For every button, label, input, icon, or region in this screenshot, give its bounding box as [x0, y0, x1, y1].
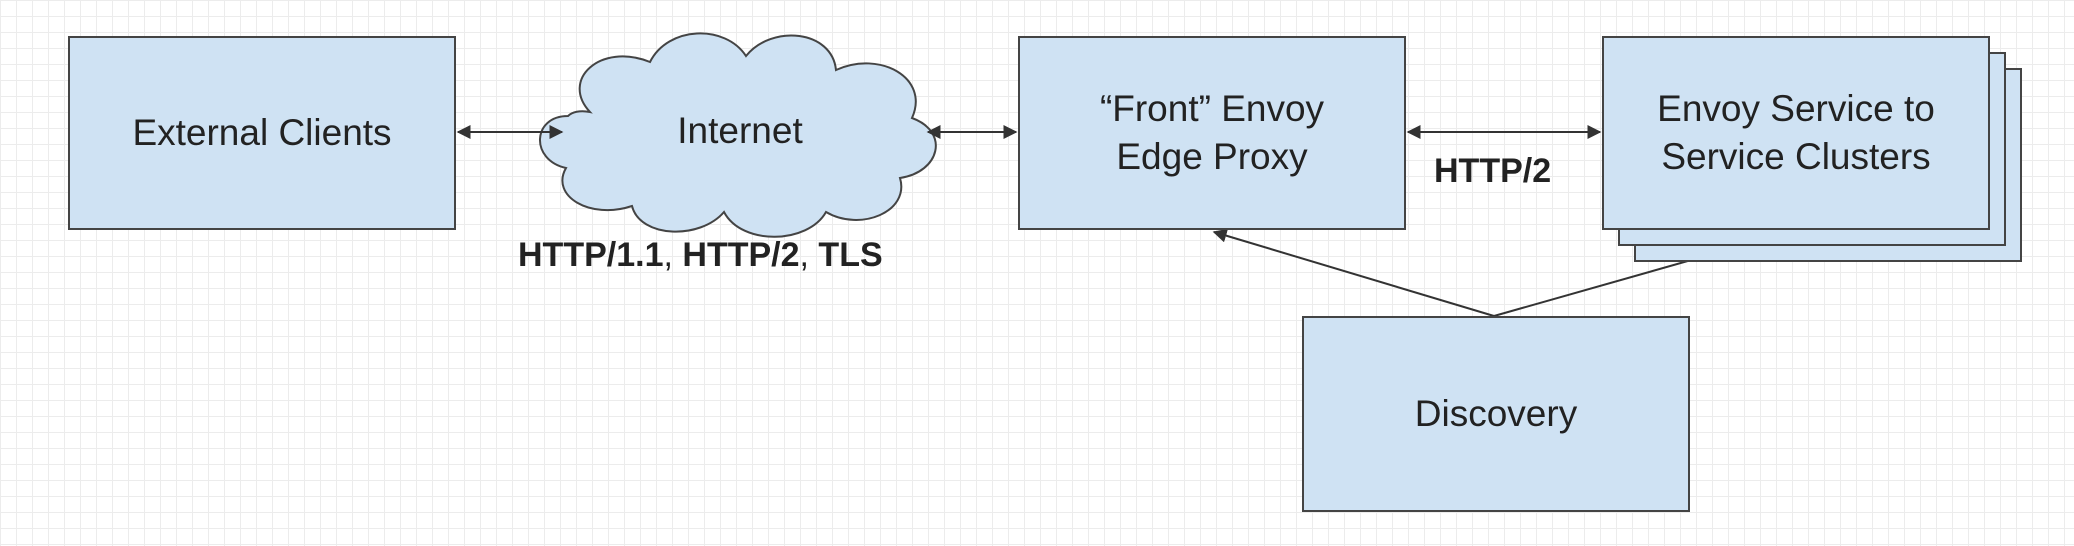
discovery-box: Discovery: [1302, 316, 1690, 512]
service-clusters-box: Envoy Service to Service Clusters: [1602, 36, 1990, 230]
front-envoy-label: “Front” Envoy Edge Proxy: [1099, 87, 1325, 177]
front-envoy-box: “Front” Envoy Edge Proxy: [1018, 36, 1406, 230]
protocol-tls: TLS: [818, 236, 883, 274]
protocol-http2: HTTP/2: [682, 236, 800, 274]
internet-cloud-shape: [539, 32, 937, 238]
protocol-http11: HTTP/1.1: [518, 236, 664, 274]
link-discovery-front-envoy: [1212, 228, 1495, 317]
internet-label: Internet: [677, 110, 803, 151]
protocol-separator-2: ,: [799, 236, 819, 274]
internet-protocols-label: HTTP/1.1, HTTP/2, TLS: [518, 236, 883, 275]
protocol-separator-1: ,: [663, 236, 683, 274]
external-clients-box: External Clients: [68, 36, 456, 230]
service-protocol-label: HTTP/2: [1434, 152, 1552, 190]
discovery-label: Discovery: [1414, 392, 1578, 434]
service-clusters-label: Envoy Service to Service Clusters: [1657, 87, 1935, 177]
external-clients-label: External Clients: [132, 111, 392, 153]
